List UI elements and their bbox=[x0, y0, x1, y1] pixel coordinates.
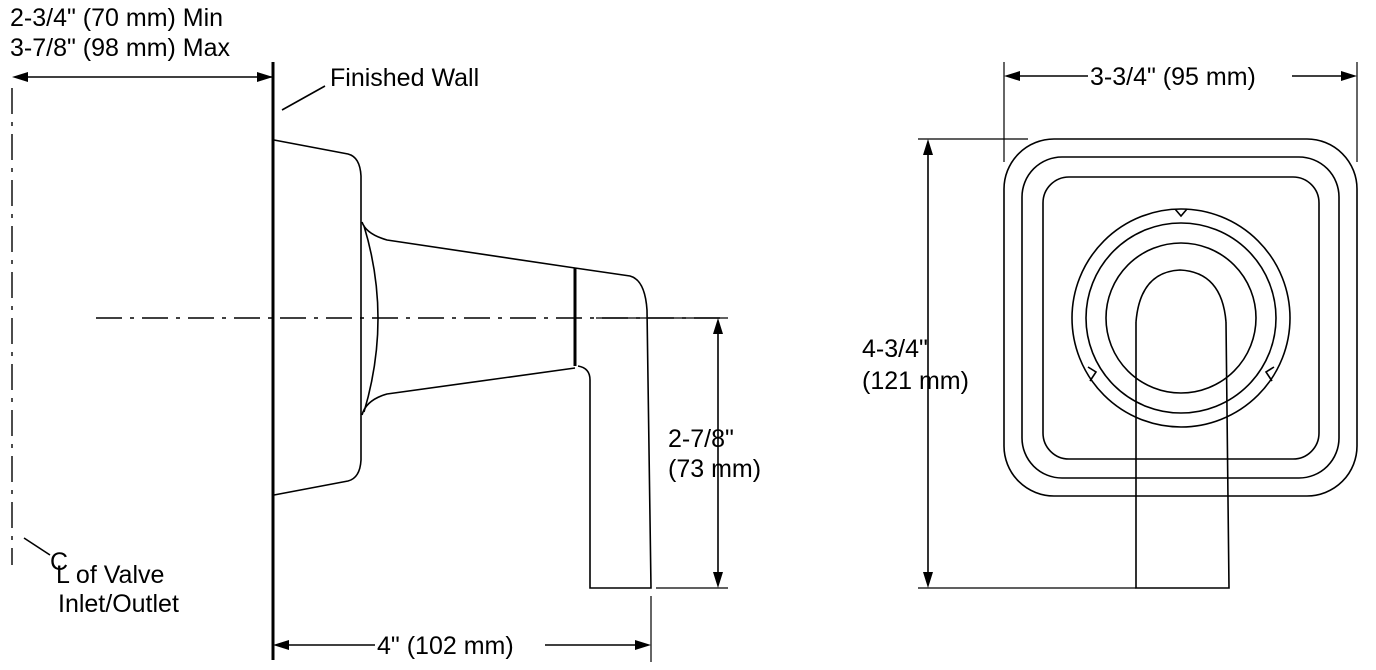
hub-outer-ring bbox=[1071, 208, 1291, 428]
handle-lever-side bbox=[574, 267, 652, 589]
depth-dimension-arrow-left bbox=[12, 72, 28, 82]
handle-hub-curve bbox=[363, 225, 379, 413]
handle-front-top-curve bbox=[1135, 269, 1227, 323]
hub-notch-left bbox=[1087, 366, 1098, 382]
hub-inner-ring bbox=[1105, 242, 1257, 394]
width-dimension-text: 3-3/4" (95 mm) bbox=[1090, 63, 1256, 91]
hub-middle-ring bbox=[1085, 222, 1277, 414]
hub-notch-right bbox=[1264, 366, 1275, 382]
escutcheon-middle-edge bbox=[1021, 156, 1340, 479]
handle-neck-top-edge bbox=[361, 221, 576, 269]
centerline-label-leader bbox=[23, 537, 51, 556]
finished-wall-label: Finished Wall bbox=[330, 64, 479, 92]
width-arrow-left bbox=[1004, 71, 1020, 81]
depth-dimension-min-text: 2-3/4" (70 mm) Min bbox=[10, 4, 223, 32]
front-height-text-1: 4-3/4" bbox=[862, 335, 928, 363]
front-height-arrow-bottom bbox=[923, 572, 933, 588]
escutcheon-plate-side bbox=[273, 139, 362, 496]
handle-neck-bottom-edge bbox=[361, 367, 576, 416]
projection-arrow-left bbox=[273, 640, 289, 650]
hub-notch-top bbox=[1174, 208, 1188, 218]
escutcheon-inner-edge bbox=[1042, 176, 1320, 460]
width-arrow-right bbox=[1341, 71, 1357, 81]
finished-wall-leader bbox=[281, 85, 326, 111]
handle-height-arrow-bottom bbox=[713, 572, 723, 588]
front-view: 3-3/4" (95 mm) 4-3/4" (121 mm) bbox=[862, 62, 1358, 589]
front-height-arrow-top bbox=[923, 139, 933, 155]
handle-height-arrow-top bbox=[713, 318, 723, 334]
escutcheon-outer-edge bbox=[1003, 138, 1358, 497]
depth-dimension-arrow-right bbox=[257, 72, 273, 82]
depth-dimension-max-text: 3-7/8" (98 mm) Max bbox=[10, 34, 231, 62]
centerline-symbol-c: C bbox=[50, 548, 68, 576]
side-view: 2-3/4" (70 mm) Min 3-7/8" (98 mm) Max Fi… bbox=[10, 4, 761, 662]
handle-height-text-1: 2-7/8" bbox=[668, 425, 734, 453]
handle-front-body bbox=[1135, 321, 1230, 589]
projection-dimension-text: 4" (102 mm) bbox=[377, 632, 514, 660]
centerline-label-text-2: Inlet/Outlet bbox=[58, 590, 179, 618]
front-height-text-2: (121 mm) bbox=[862, 367, 969, 395]
handle-height-text-2: (73 mm) bbox=[668, 455, 761, 483]
centerline-label-text-1: L of Valve bbox=[56, 561, 164, 589]
projection-arrow-right bbox=[635, 640, 651, 650]
